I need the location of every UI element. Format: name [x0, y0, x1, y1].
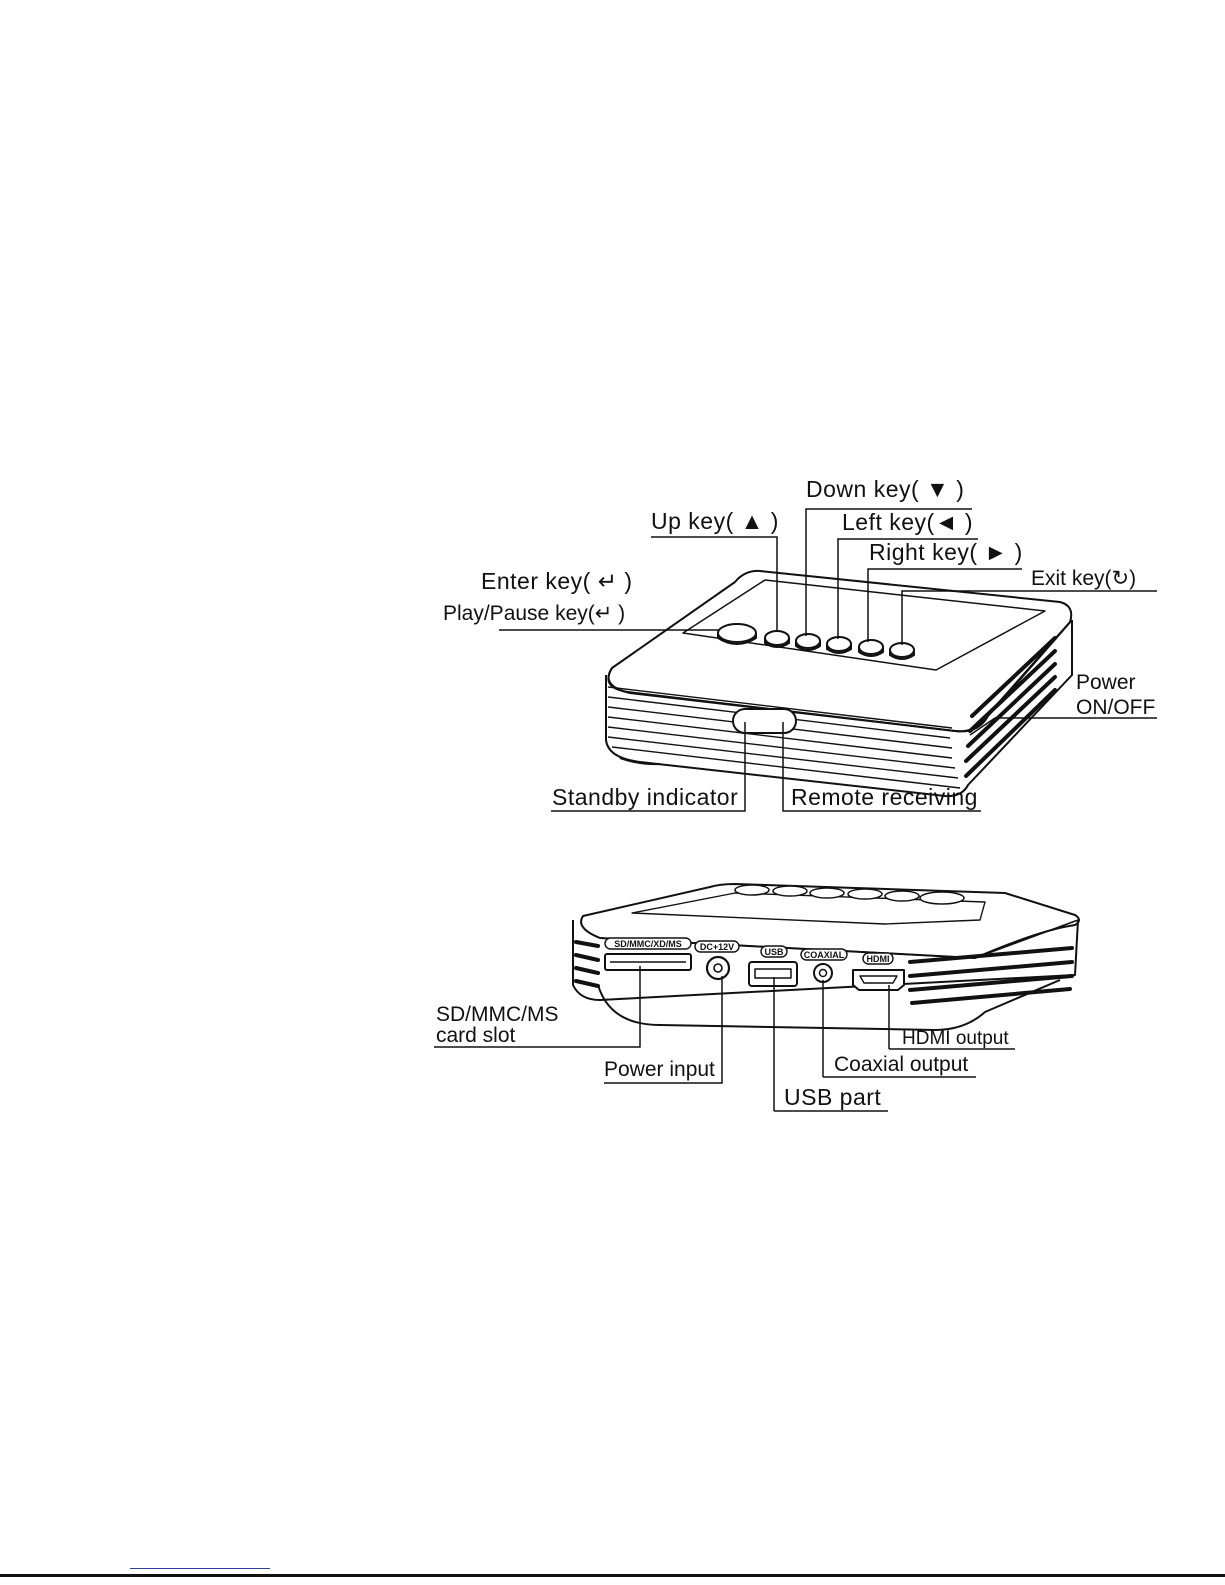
label-remote-receiving: Remote receiving — [791, 786, 978, 809]
label-right-key: Right key( ► ) — [869, 541, 1023, 564]
up-button — [765, 631, 789, 645]
exit-button — [890, 643, 914, 657]
right-button — [859, 640, 883, 654]
mark-dc: DC+12V — [700, 942, 734, 952]
rear-left-vents — [576, 942, 598, 986]
footer-link-rule — [130, 1568, 270, 1569]
label-card-slot-2: card slot — [436, 1025, 515, 1046]
left-button — [827, 637, 851, 651]
top-view-device — [606, 571, 1072, 796]
label-play-pause-key: Play/Pause key(↵ ) — [443, 603, 625, 624]
label-hdmi-output: HDMI output — [902, 1029, 1009, 1048]
label-enter-key: Enter key( ↵ ) — [481, 570, 633, 593]
label-power-on-off: ON/OFF — [1076, 697, 1155, 718]
label-coaxial-output: Coaxial output — [834, 1054, 968, 1075]
front-indicator-window — [733, 709, 796, 733]
label-power-input: Power input — [604, 1059, 715, 1080]
usb-port — [749, 962, 797, 986]
hdmi-port — [853, 970, 904, 990]
mark-usb: USB — [764, 947, 784, 957]
mark-coaxial: COAXIAL — [804, 950, 845, 960]
label-standby-indicator: Standby indicator — [552, 786, 738, 809]
footer-line — [0, 1574, 1225, 1577]
down-button — [796, 634, 820, 648]
label-up-key: Up key( ▲ ) — [651, 510, 779, 533]
coaxial-jack — [814, 964, 832, 982]
label-card-slot: SD/MMC/MS — [436, 1004, 559, 1025]
mark-hdmi: HDMI — [867, 954, 890, 964]
mark-card: SD/MMC/XD/MS — [614, 939, 682, 949]
enter-button — [718, 624, 756, 642]
label-left-key: Left key(◄ ) — [842, 511, 973, 534]
label-exit-key: Exit key(↻) — [1031, 568, 1136, 589]
dc-jack — [707, 957, 729, 979]
label-usb-part: USB part — [784, 1086, 881, 1109]
label-down-key: Down key( ▼ ) — [806, 478, 964, 501]
label-power: Power — [1076, 672, 1136, 693]
